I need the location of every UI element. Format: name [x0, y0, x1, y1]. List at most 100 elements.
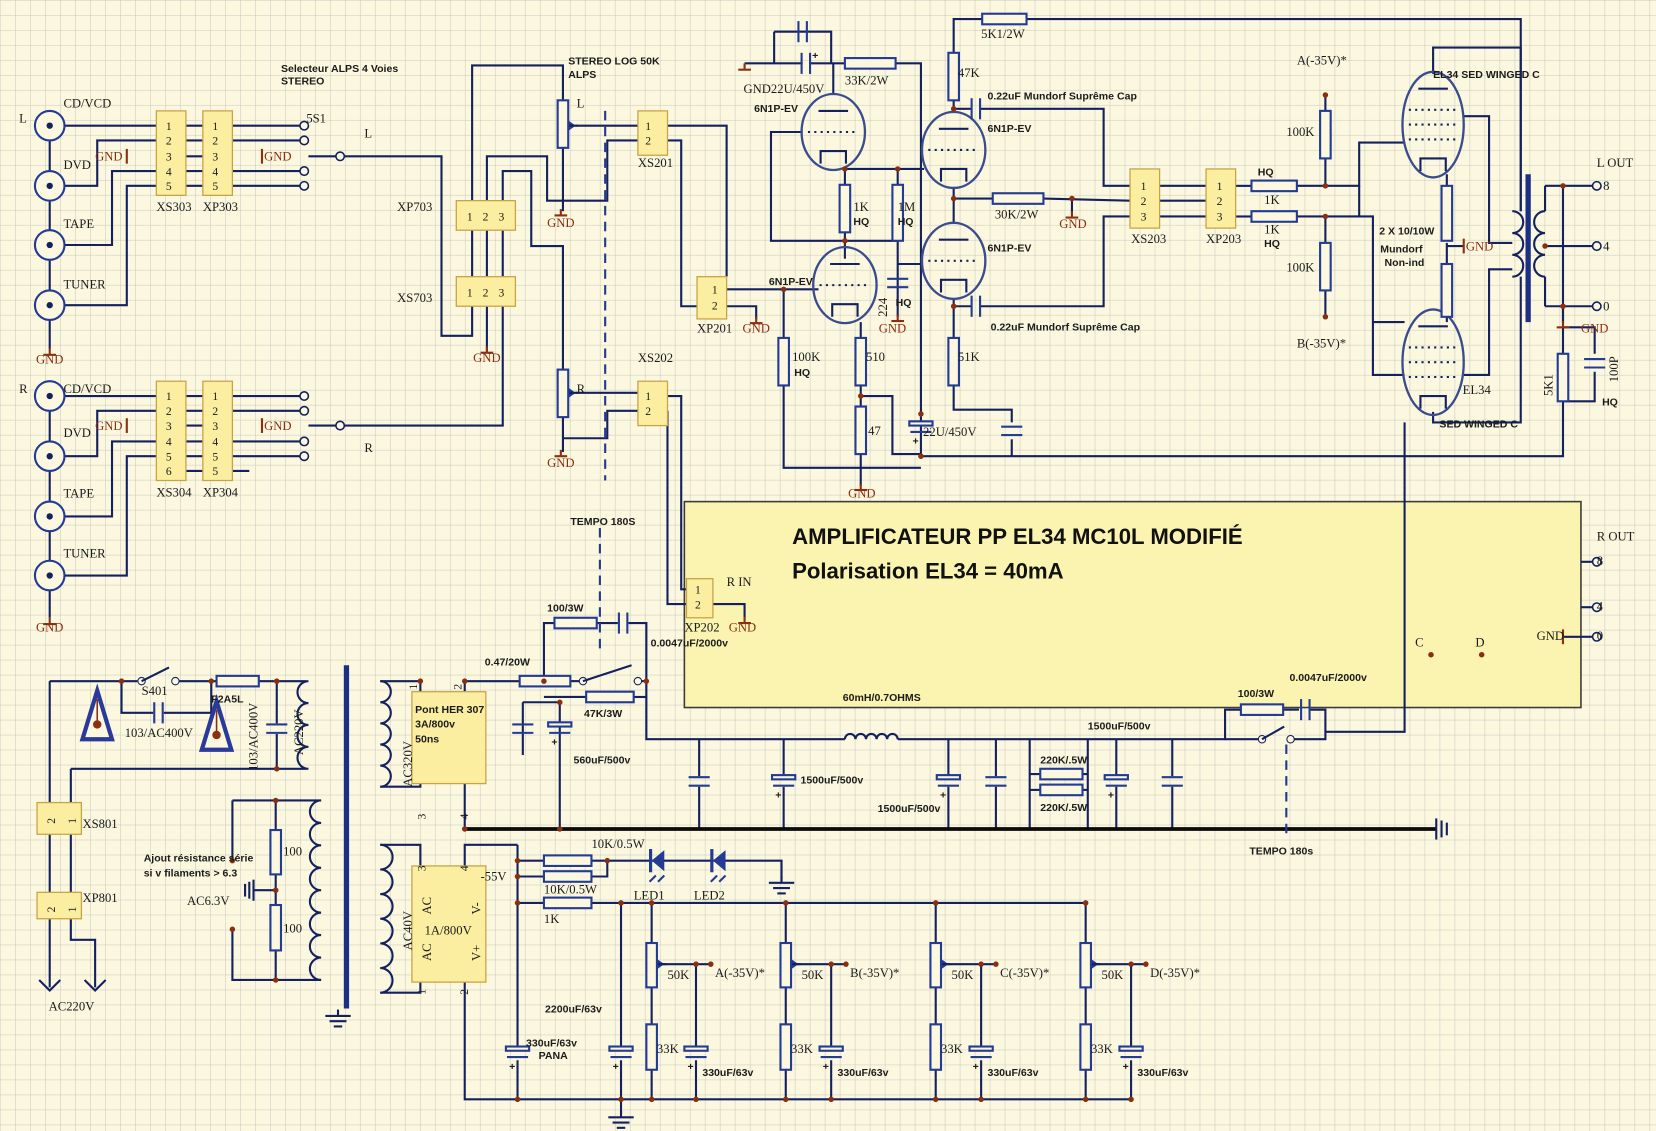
- tube-el34-bottom: [1401, 308, 1465, 417]
- resistor-47: [854, 405, 868, 456]
- wire: [952, 17, 983, 53]
- gnd-symbol: [749, 316, 763, 325]
- connector-xs304: [155, 380, 187, 482]
- bias-supply-bridge-2-label: 1A/800V: [425, 924, 472, 938]
- common-gnd-label: GND: [36, 621, 63, 635]
- filter-cap: [688, 776, 710, 787]
- bias-resistor-33k-d: [1079, 1023, 1093, 1071]
- wire: [231, 929, 322, 982]
- svg-text:+: +: [1123, 1061, 1129, 1073]
- junction: [950, 303, 957, 309]
- power-stage-fb-r-label: 5K1: [1541, 374, 1555, 396]
- terminal: [1591, 180, 1602, 191]
- volume-xs703-label: XS703: [397, 291, 432, 305]
- wire: [1463, 115, 1513, 244]
- bridge-her307: [411, 691, 487, 785]
- resistor-100k-bias-b: [1319, 241, 1332, 292]
- wire: [380, 982, 422, 994]
- junction: [557, 699, 563, 706]
- wire: [64, 440, 157, 518]
- svg-text:+: +: [551, 737, 557, 749]
- inputs-pins-303-3-label: 4: [212, 165, 218, 178]
- cap-560u-b: +: [547, 721, 573, 749]
- right-channel-bias-c-label: C: [1415, 635, 1423, 649]
- inputs-sources-3-label: TUNER: [63, 277, 106, 291]
- resistor-510: [854, 336, 868, 387]
- junction: [648, 1096, 655, 1103]
- power-stage-bias-r-label: 100K: [1286, 125, 1315, 139]
- junction: [229, 857, 236, 864]
- bias-supply-cap-330-label: 330uF/63v: [838, 1067, 889, 1079]
- wire: [562, 409, 638, 440]
- mains-pins-0-label: 2: [45, 818, 58, 824]
- rca-jack-icon: [33, 109, 66, 142]
- svg-text:+: +: [973, 1061, 979, 1073]
- inputs-selector-title-label: Selecteur ALPS 4 Voies: [281, 63, 398, 75]
- wire: [344, 306, 504, 427]
- connector-xs703: [455, 276, 517, 307]
- snubber-cap: [617, 612, 629, 634]
- resistor-100k-hq: [777, 336, 790, 387]
- connector-xs201: [637, 110, 669, 156]
- rca-jack-icon: [33, 170, 66, 202]
- volume-pins3-2-label: 3: [1141, 211, 1147, 224]
- wire: [666, 410, 687, 606]
- junction: [618, 1096, 624, 1103]
- resistor-100-3w-r: [1239, 703, 1285, 716]
- wire: [607, 859, 783, 879]
- power-stage-out-label-label: L OUT: [1597, 156, 1634, 170]
- wire: [1432, 46, 1522, 212]
- feedback-cap-100p: [1584, 357, 1606, 369]
- wire: [1290, 708, 1327, 741]
- inputs-pins-xp304-3-label: 4: [212, 436, 218, 449]
- junction: [461, 826, 468, 832]
- junction: [274, 766, 280, 772]
- junction: [229, 926, 236, 933]
- resistor-33k: [843, 57, 897, 70]
- high-voltage-warning-icon: [198, 693, 235, 752]
- inputs-xs304-label: XS304: [156, 485, 192, 499]
- volume-pot-left: [556, 99, 578, 149]
- mains-fuse-label: F2A5L: [211, 693, 244, 705]
- terminal: [1591, 602, 1602, 613]
- inputs-switch-label: 5S1: [306, 111, 326, 125]
- power-stage-taps-0-label: 8: [1603, 179, 1609, 193]
- svg-text:+: +: [812, 50, 818, 62]
- junction: [857, 393, 864, 399]
- cap-22u-450v-b: +: [908, 420, 934, 448]
- cathode-resistor-b: [1440, 262, 1454, 318]
- bias-supply-pot-label: 50K: [802, 968, 825, 982]
- hv-supply-bridge-0-label: Pont HER 307: [415, 704, 484, 716]
- bias-supply-cap-330-label: 330uF/63v: [1137, 1067, 1188, 1079]
- power-stage-tube-top-label: EL34 SED WINGED C: [1433, 69, 1540, 81]
- inputs-pins-303-3-label: 4: [166, 165, 172, 178]
- preamp-tube-label: 6N1P-EV: [769, 276, 813, 288]
- junction: [1428, 651, 1434, 658]
- coupling-cap-lower: [970, 295, 982, 317]
- terminal: [1591, 631, 1602, 642]
- wire: [1043, 197, 1131, 202]
- switch-tempo-b: [1257, 725, 1295, 744]
- preamp-r-47k-label: 47K: [958, 66, 981, 80]
- bias-resistor-33k-a: [645, 1023, 658, 1071]
- terminal: [299, 135, 310, 146]
- mains-plug-label: AC220V: [49, 1000, 95, 1014]
- wire: [895, 62, 922, 457]
- preamp-coupling-cap-label: 0.22uF Mundorf Suprême Cap: [987, 90, 1137, 102]
- inputs-left-side-label: L: [19, 111, 27, 125]
- power-stage-bias-a-label: A(-35V)*: [1297, 53, 1347, 67]
- wire: [782, 385, 921, 469]
- bias-supply-r-33k-label: 33K: [1091, 1042, 1114, 1056]
- rca-jack-icon: [33, 229, 66, 261]
- right-channel-r-out-label: R OUT: [1597, 530, 1635, 544]
- power-stage-bias-b-label: B(-35V)*: [1297, 336, 1346, 350]
- gnd-symbol: [1065, 211, 1079, 219]
- bias-supply-r-10k-label: 10K/0.5W: [591, 837, 644, 851]
- inputs-sources-0-label: CD/VCD: [63, 97, 111, 111]
- resistor-1k-grid-b: [1250, 210, 1298, 223]
- heater-ground-icon: [244, 879, 255, 901]
- bias-supply-pot-label: 50K: [667, 968, 690, 982]
- common-gnd-label: GND: [95, 150, 122, 164]
- junction: [1128, 961, 1134, 967]
- power-stage-taps-1-label: 4: [1603, 239, 1610, 253]
